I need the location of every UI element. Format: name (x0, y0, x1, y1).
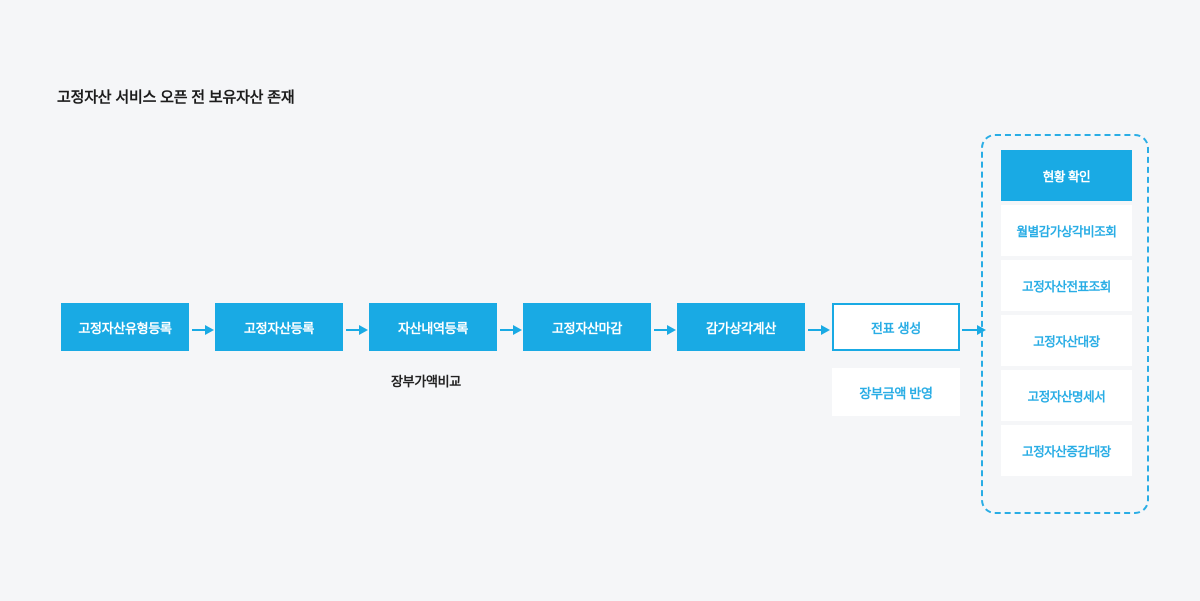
page-title: 고정자산 서비스 오픈 전 보유자산 존재 (57, 89, 295, 106)
panel-item-label: 현황 확인 (1042, 170, 1091, 184)
panel-item-label: 고정자산전표조회 (1022, 280, 1111, 294)
flow-step-asset-closing[interactable]: 고정자산마감 (523, 303, 651, 351)
flow-step-label: 전표 생성 (871, 320, 921, 336)
panel-item-monthly-depreciation-inquiry[interactable]: 월별감가상각비조회 (1001, 205, 1132, 256)
arrow-step2-to-step3 (346, 325, 368, 335)
flow-step-voucher-creation[interactable]: 전표 생성 (832, 303, 960, 351)
flow-step-label: 고정자산마감 (552, 320, 622, 336)
panel-item-label: 월별감가상각비조회 (1016, 225, 1117, 239)
caption-book-value-comparison: 장부가액비교 (391, 374, 461, 389)
panel-item-fixed-asset-change-ledger[interactable]: 고정자산증감대장 (1001, 425, 1132, 476)
status-check-list: 현황 확인 월별감가상각비조회 고정자산전표조회 고정자산대장 고정자산명세서 … (1001, 150, 1132, 476)
status-check-panel: 현황 확인 월별감가상각비조회 고정자산전표조회 고정자산대장 고정자산명세서 … (981, 134, 1149, 514)
flow-step-asset-detail-registration[interactable]: 자산내역등록 (369, 303, 497, 351)
arrow-step5-to-step6 (808, 325, 830, 335)
arrow-step4-to-step5 (654, 325, 676, 335)
flow-step-label: 자산내역등록 (398, 320, 468, 336)
sub-box-label: 장부금액 반영 (859, 385, 933, 401)
flow-step-depreciation-calculation[interactable]: 감가상각계산 (677, 303, 805, 351)
panel-item-label: 고정자산명세서 (1027, 390, 1106, 404)
sub-box-book-amount-reflection[interactable]: 장부금액 반영 (832, 368, 960, 416)
flow-step-asset-registration[interactable]: 고정자산등록 (215, 303, 343, 351)
panel-header-status-check: 현황 확인 (1001, 150, 1132, 201)
panel-item-label: 고정자산대장 (1033, 335, 1100, 349)
flow-step-asset-type-registration[interactable]: 고정자산유형등록 (61, 303, 189, 351)
flow-step-label: 고정자산유형등록 (78, 320, 172, 336)
arrow-step3-to-step4 (500, 325, 522, 335)
arrow-step1-to-step2 (192, 325, 214, 335)
panel-item-label: 고정자산증감대장 (1022, 445, 1111, 459)
panel-item-fixed-asset-statement[interactable]: 고정자산명세서 (1001, 370, 1132, 421)
panel-item-fixed-asset-voucher-inquiry[interactable]: 고정자산전표조회 (1001, 260, 1132, 311)
panel-item-fixed-asset-ledger[interactable]: 고정자산대장 (1001, 315, 1132, 366)
flow-step-label: 고정자산등록 (244, 320, 314, 336)
flow-step-label: 감가상각계산 (706, 320, 776, 336)
